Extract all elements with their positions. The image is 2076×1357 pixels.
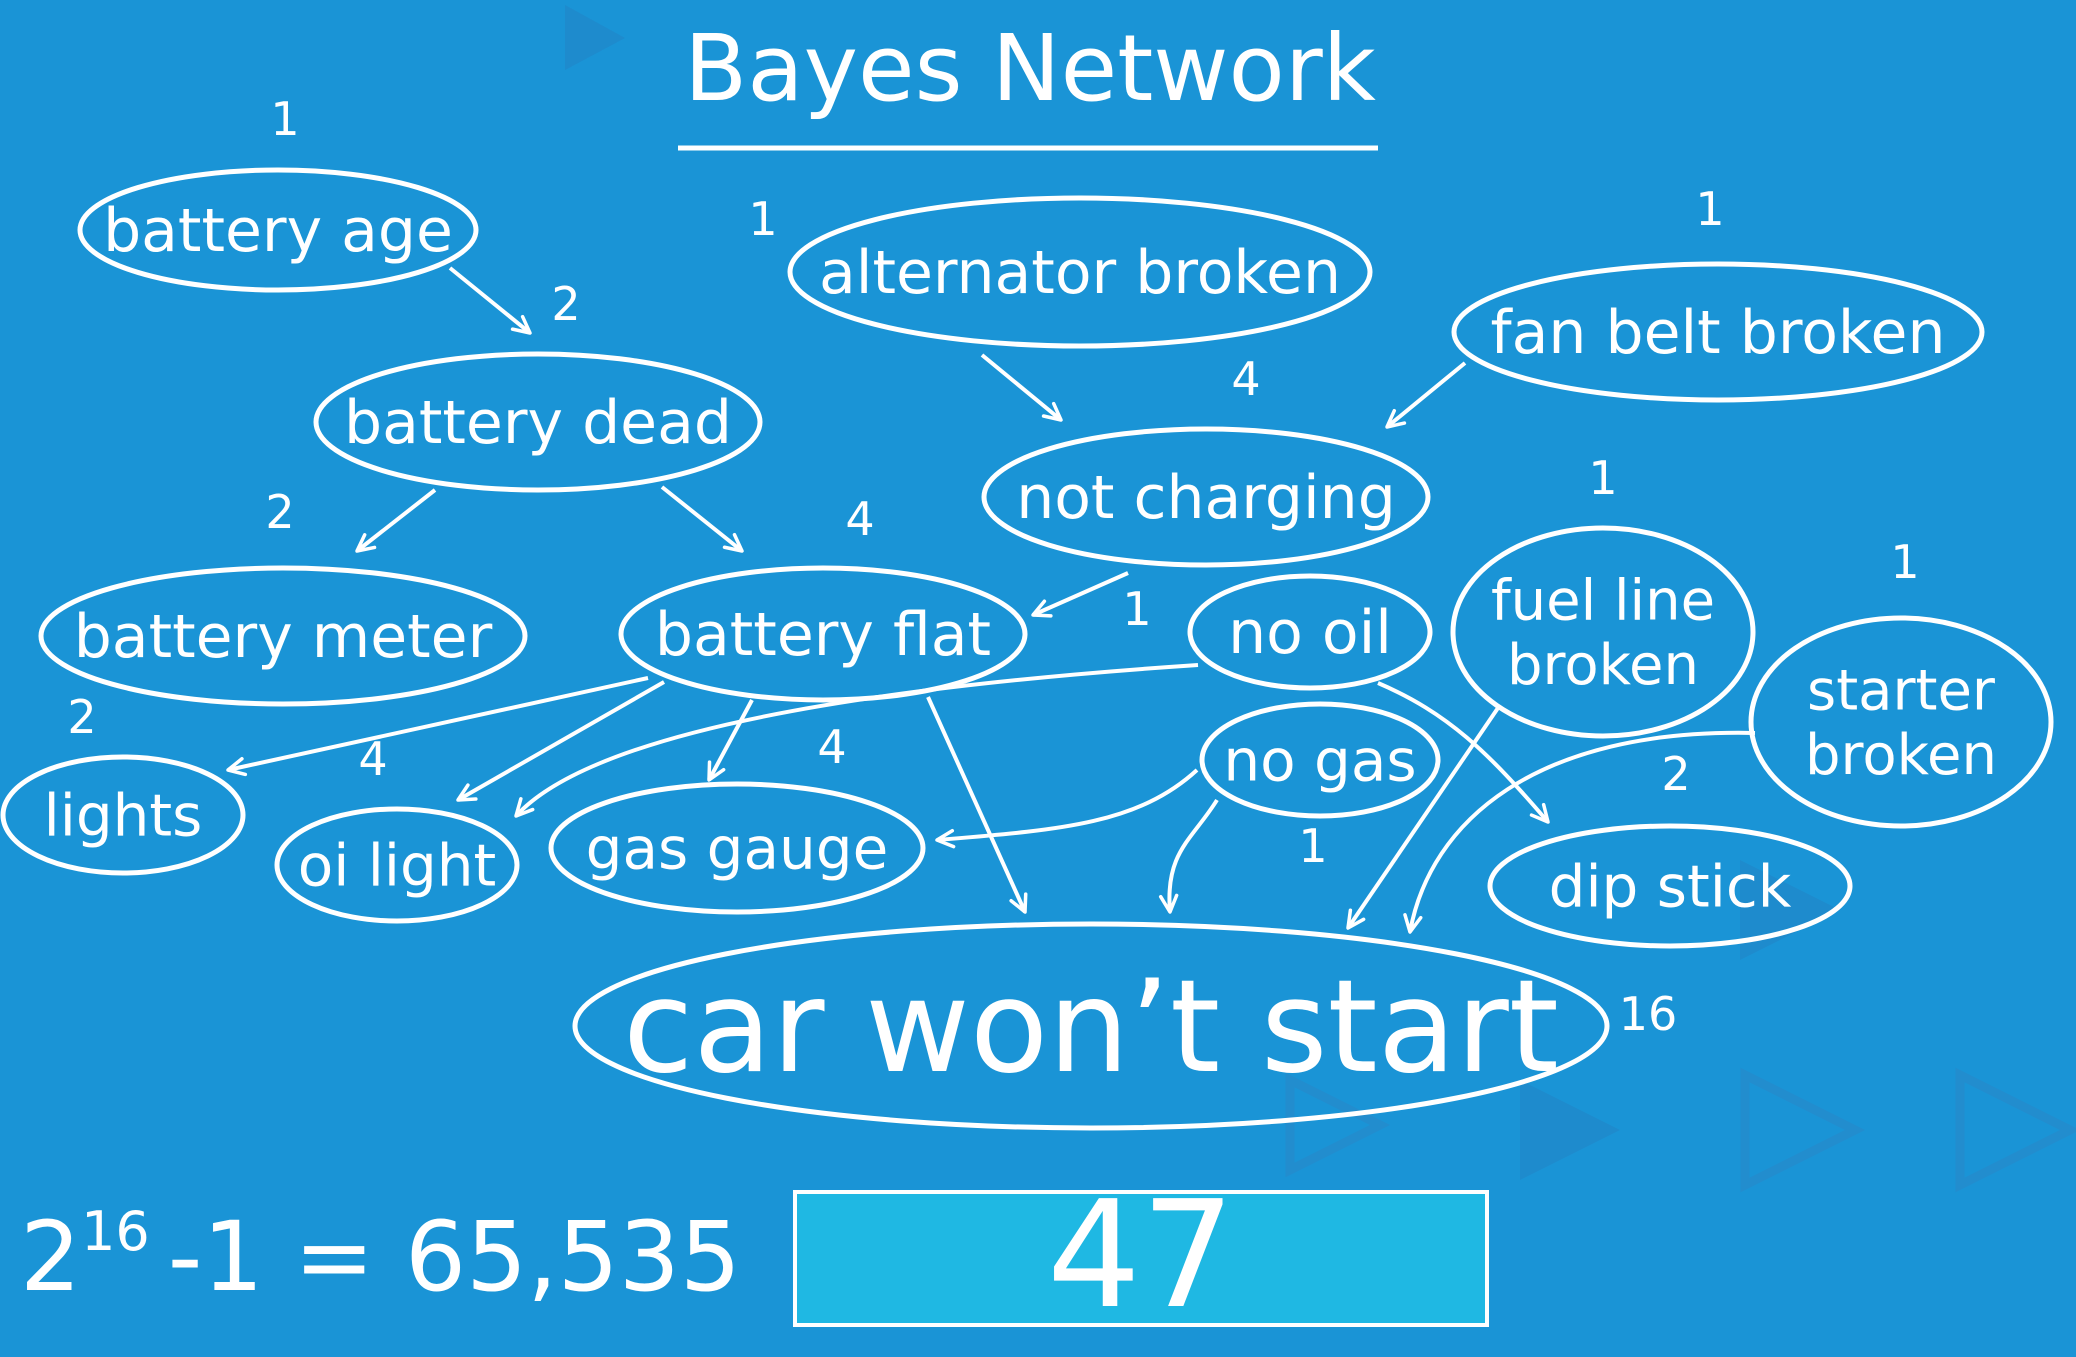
node-dip-stick: dip stick 2: [1487, 747, 1853, 949]
node-gas-gauge-ellipse: [548, 781, 926, 915]
node-gas-gauge: gas gauge 4: [548, 720, 926, 915]
edge-battery-flat-to-gas-gauge: [707, 699, 754, 782]
edge-not-charging-to-battery-flat: [1031, 571, 1129, 618]
node-battery-age-ellipse: [77, 167, 479, 293]
node-fan-belt-broken-label: fan belt broken: [1491, 298, 1946, 368]
node-lights-label: lights: [44, 781, 203, 849]
node-battery-flat-parameter-count: 4: [845, 492, 874, 546]
edge-no-oil-to-dip-stick: [1377, 681, 1550, 824]
node-oil-light-label: oi light: [298, 831, 497, 899]
node-no-gas: no gas 1: [1199, 701, 1441, 873]
formula-exponent: 16: [81, 1200, 150, 1263]
node-battery-dead-parameter-count: 2: [551, 277, 580, 331]
node-battery-meter-ellipse: [38, 565, 528, 707]
node-no-gas-parameter-count: 1: [1298, 819, 1327, 873]
node-battery-dead: battery dead 2: [313, 277, 763, 493]
node-battery-dead-label: battery dead: [344, 388, 732, 458]
node-no-oil-ellipse: [1187, 573, 1433, 691]
node-gas-gauge-parameter-count: 4: [817, 720, 846, 774]
node-starter-broken-label: starter: [1807, 658, 1996, 723]
edge-fan-belt-broken-to-not-charging: [1385, 361, 1467, 429]
svg-text:216-1 = 65,535: 216 -1 = 65,535: [20, 1200, 741, 1313]
edge-battery-flat-to-oil-light: [456, 680, 665, 802]
node-no-gas-label: no gas: [1223, 726, 1416, 794]
edge-battery-dead-to-battery-meter: [355, 488, 437, 553]
edge-battery-age-to-battery-dead: [448, 266, 532, 335]
node-car-wont-start: car won’t start 16: [572, 921, 1678, 1131]
node-car-wont-start-ellipse: [572, 921, 1610, 1131]
page-title: Bayes Network: [684, 15, 1377, 122]
node-battery-meter: battery meter 2: [38, 485, 528, 707]
node-not-charging: not charging 4: [981, 352, 1431, 568]
node-no-oil-parameter-count: 1: [1122, 582, 1151, 636]
node-not-charging-ellipse: [981, 426, 1431, 568]
answer-value: 47: [1047, 1169, 1235, 1341]
node-battery-age: battery age 1: [77, 92, 479, 293]
node-not-charging-label: not charging: [1016, 463, 1396, 533]
edge-no-oil-to-oil-light: [514, 663, 1199, 818]
node-starter-broken-parameter-count: 1: [1890, 535, 1919, 589]
answer-box-background: [793, 1190, 1489, 1327]
node-battery-flat: battery flat 4: [618, 492, 1028, 703]
node-car-wont-start-parameter-count: 16: [1619, 987, 1678, 1041]
node-fan-belt-broken-parameter-count: 1: [1695, 182, 1724, 236]
formula-rest: -1 = 65,535: [168, 1201, 741, 1313]
node-dip-stick-parameter-count: 2: [1661, 747, 1690, 801]
edges: [226, 266, 1756, 934]
node-fan-belt-broken: fan belt broken 1: [1451, 182, 1985, 403]
node-lights: lights 2: [0, 690, 246, 876]
node-alternator-broken-parameter-count: 1: [748, 192, 777, 246]
formula-base: 2: [20, 1201, 81, 1313]
node-oil-light-parameter-count: 4: [358, 732, 387, 786]
edge-alternator-broken-to-not-charging: [980, 353, 1063, 422]
formula: 216 -1 = 65,535: [20, 1200, 741, 1313]
edge-battery-flat-to-car-wont-start: [926, 696, 1028, 914]
node-starter-broken-label: broken: [1805, 723, 1997, 788]
node-battery-age-label: battery age: [103, 196, 453, 266]
nodes: battery age 1 battery dead 2 alternator brok…: [0, 92, 2054, 1131]
node-alternator-broken-label: alternator broken: [819, 238, 1341, 308]
node-lights-parameter-count: 2: [67, 690, 96, 744]
node-battery-meter-label: battery meter: [74, 602, 493, 672]
edge-fuel-line-broken-to-car-wont-start: [1346, 703, 1502, 930]
edge-battery-dead-to-battery-flat: [660, 485, 744, 553]
node-dip-stick-label: dip stick: [1549, 852, 1792, 920]
node-battery-flat-label: battery flat: [655, 600, 991, 670]
edge-starter-broken-to-car-wont-start: [1403, 730, 1756, 934]
node-not-charging-parameter-count: 4: [1231, 352, 1260, 406]
node-car-wont-start-label: car won’t start: [623, 953, 1559, 1102]
node-battery-dead-ellipse: [313, 351, 763, 493]
edge-no-gas-to-car-wont-start: [1158, 798, 1219, 914]
edge-no-gas-to-gas-gauge: [935, 768, 1199, 849]
node-gas-gauge-label: gas gauge: [586, 814, 889, 882]
node-fuel-line-broken-parameter-count: 1: [1588, 451, 1617, 505]
node-fuel-line-broken-label: fuel line: [1491, 568, 1715, 633]
node-no-oil: no oil 1: [1122, 573, 1433, 691]
node-starter-broken-ellipse: [1748, 615, 2054, 829]
node-lights-ellipse: [0, 754, 246, 876]
node-fuel-line-broken-label: broken: [1507, 633, 1699, 698]
edge-battery-flat-to-lights: [226, 676, 649, 777]
node-fuel-line-broken-ellipse: [1450, 525, 1756, 739]
node-dip-stick-ellipse: [1487, 823, 1853, 949]
node-alternator-broken-ellipse: [787, 195, 1373, 349]
node-battery-meter-parameter-count: 2: [265, 485, 294, 539]
node-fan-belt-broken-ellipse: [1451, 261, 1985, 403]
answer-box: 47: [793, 1169, 1489, 1341]
node-battery-flat-ellipse: [618, 565, 1028, 703]
node-no-oil-label: no oil: [1228, 598, 1392, 668]
node-alternator-broken: alternator broken 1: [748, 192, 1373, 349]
node-oil-light: oi light 4: [274, 732, 520, 924]
node-oil-light-ellipse: [274, 806, 520, 924]
node-battery-age-parameter-count: 1: [270, 92, 299, 146]
node-no-gas-ellipse: [1199, 701, 1441, 819]
